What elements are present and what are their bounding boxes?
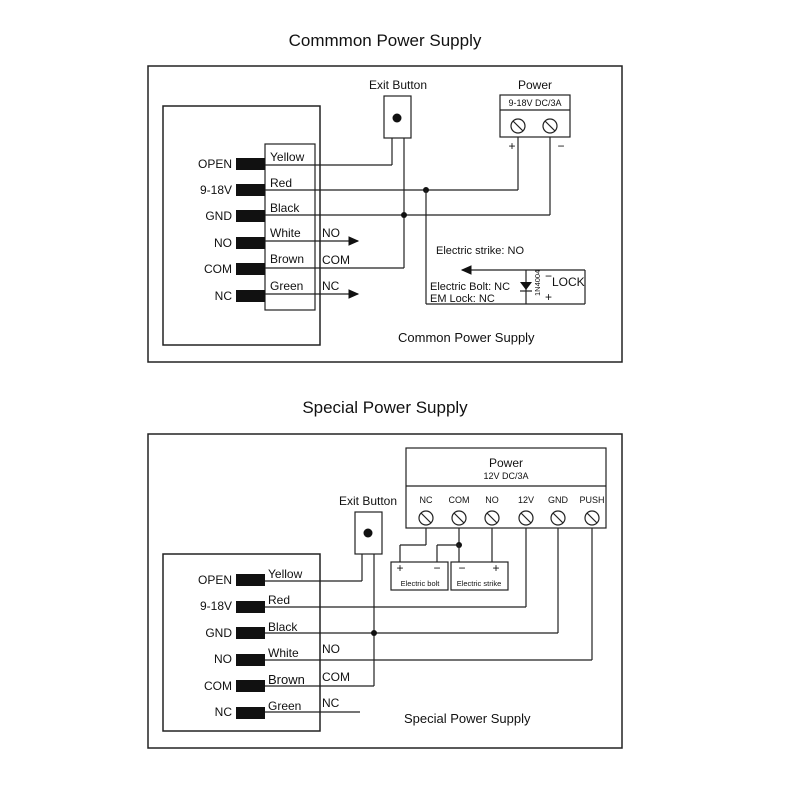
special-pin-label-no: NO [214, 652, 232, 666]
terminal-label-12v: 12V [518, 495, 534, 505]
special-pin-open [236, 574, 265, 586]
lock-minus-sign: − [545, 269, 552, 283]
output-no-label: NO [322, 226, 340, 240]
wire-label-brown: Brown [270, 252, 304, 266]
special-output-com-label: COM [322, 670, 350, 684]
common-power-section: Commmon Power Supply OPEN 9-18V GND NO C… [147, 31, 623, 363]
diode-icon [520, 282, 532, 290]
caption-special: Special Power Supply [404, 711, 531, 726]
terminal-strip [264, 143, 316, 311]
special-pin-label-gnd: GND [205, 626, 232, 640]
special-pin-gnd [236, 627, 265, 639]
electric-strike-label: Electric strike: NO [436, 245, 524, 257]
special-power-title: Power [489, 456, 523, 470]
diode-label: 1N4004 [533, 270, 542, 296]
pin-label-nc: NC [215, 289, 233, 303]
special-wire-label-red: Red [268, 593, 290, 607]
pin-nc [236, 290, 265, 302]
special-wire-label-brown: Brown [268, 672, 305, 687]
special-wire-label-black: Black [268, 620, 298, 634]
wire-label-white: White [270, 226, 301, 240]
controller-body [162, 105, 321, 346]
special-wire-label-green: Green [268, 699, 301, 713]
special-pin-label-open: OPEN [198, 573, 232, 587]
em-lock-label: EM Lock: NC [430, 293, 495, 305]
power-title: Power [518, 78, 552, 92]
pin-open [236, 158, 265, 170]
special-power-supply-box [405, 447, 607, 529]
special-frame [147, 433, 623, 749]
terminal-label-push: PUSH [579, 495, 604, 505]
electric-strike-label: Electric strike [457, 579, 502, 588]
bolt-plus-sign: + [396, 561, 403, 575]
section-title-common: Commmon Power Supply [289, 31, 482, 50]
strike-plus-sign: + [492, 561, 499, 575]
special-power-section: Special Power Supply OPEN 9-18V GND NO C… [147, 398, 623, 749]
special-pin-9-18v [236, 601, 265, 613]
special-output-no-label: NO [322, 642, 340, 656]
pin-gnd [236, 210, 265, 222]
common-frame [147, 65, 623, 363]
electric-bolt-label: Electric bolt [401, 579, 441, 588]
pin-label-com: COM [204, 262, 232, 276]
pin-label-gnd: GND [205, 209, 232, 223]
controller-body-special [162, 553, 321, 732]
lock-label: LOCK [552, 275, 585, 289]
special-pin-label-9-18v: 9-18V [200, 599, 232, 613]
output-com-label: COM [322, 253, 350, 267]
special-pin-com [236, 680, 265, 692]
electric-bolt-label: Electric Bolt: NC [430, 281, 510, 293]
strike-minus-sign: − [458, 561, 465, 575]
terminal-label-nc: NC [420, 495, 433, 505]
electric-strike-box [450, 561, 509, 591]
special-pin-label-nc: NC [215, 705, 233, 719]
output-nc-label: NC [322, 279, 340, 293]
wire-label-black: Black [270, 201, 300, 215]
bolt-minus-sign: − [433, 561, 440, 575]
power-minus-sign: − [557, 139, 564, 153]
special-pin-no [236, 654, 265, 666]
terminal-screws [418, 510, 600, 526]
special-wire-label-yellow: Yellow [268, 567, 303, 581]
terminal-label-no: NO [485, 495, 499, 505]
pin-label-open: OPEN [198, 157, 232, 171]
wire-label-green: Green [270, 279, 303, 293]
terminal-label-gnd: GND [548, 495, 569, 505]
caption-common: Common Power Supply [398, 330, 535, 345]
power-plus-sign: + [508, 139, 515, 153]
wire-label-yellow: Yellow [270, 150, 305, 164]
special-pin-nc [236, 707, 265, 719]
special-exit-button-label: Exit Button [339, 494, 397, 508]
lock-plus-sign: + [545, 290, 552, 304]
exit-button-label: Exit Button [369, 78, 427, 92]
section-title-special: Special Power Supply [302, 398, 468, 417]
pin-9-18v [236, 184, 265, 196]
special-wire-label-white: White [268, 646, 299, 660]
special-power-rating: 12V DC/3A [483, 471, 528, 481]
power-rating: 9-18V DC/3A [508, 98, 561, 108]
electric-bolt-box [390, 561, 449, 591]
pin-label-no: NO [214, 236, 232, 250]
special-output-nc-label: NC [322, 696, 340, 710]
special-pin-label-com: COM [204, 679, 232, 693]
terminal-label-com: COM [449, 495, 470, 505]
pin-label-9-18v: 9-18V [200, 183, 232, 197]
pin-com [236, 263, 265, 275]
wire-label-red: Red [270, 176, 292, 190]
pin-no [236, 237, 265, 249]
